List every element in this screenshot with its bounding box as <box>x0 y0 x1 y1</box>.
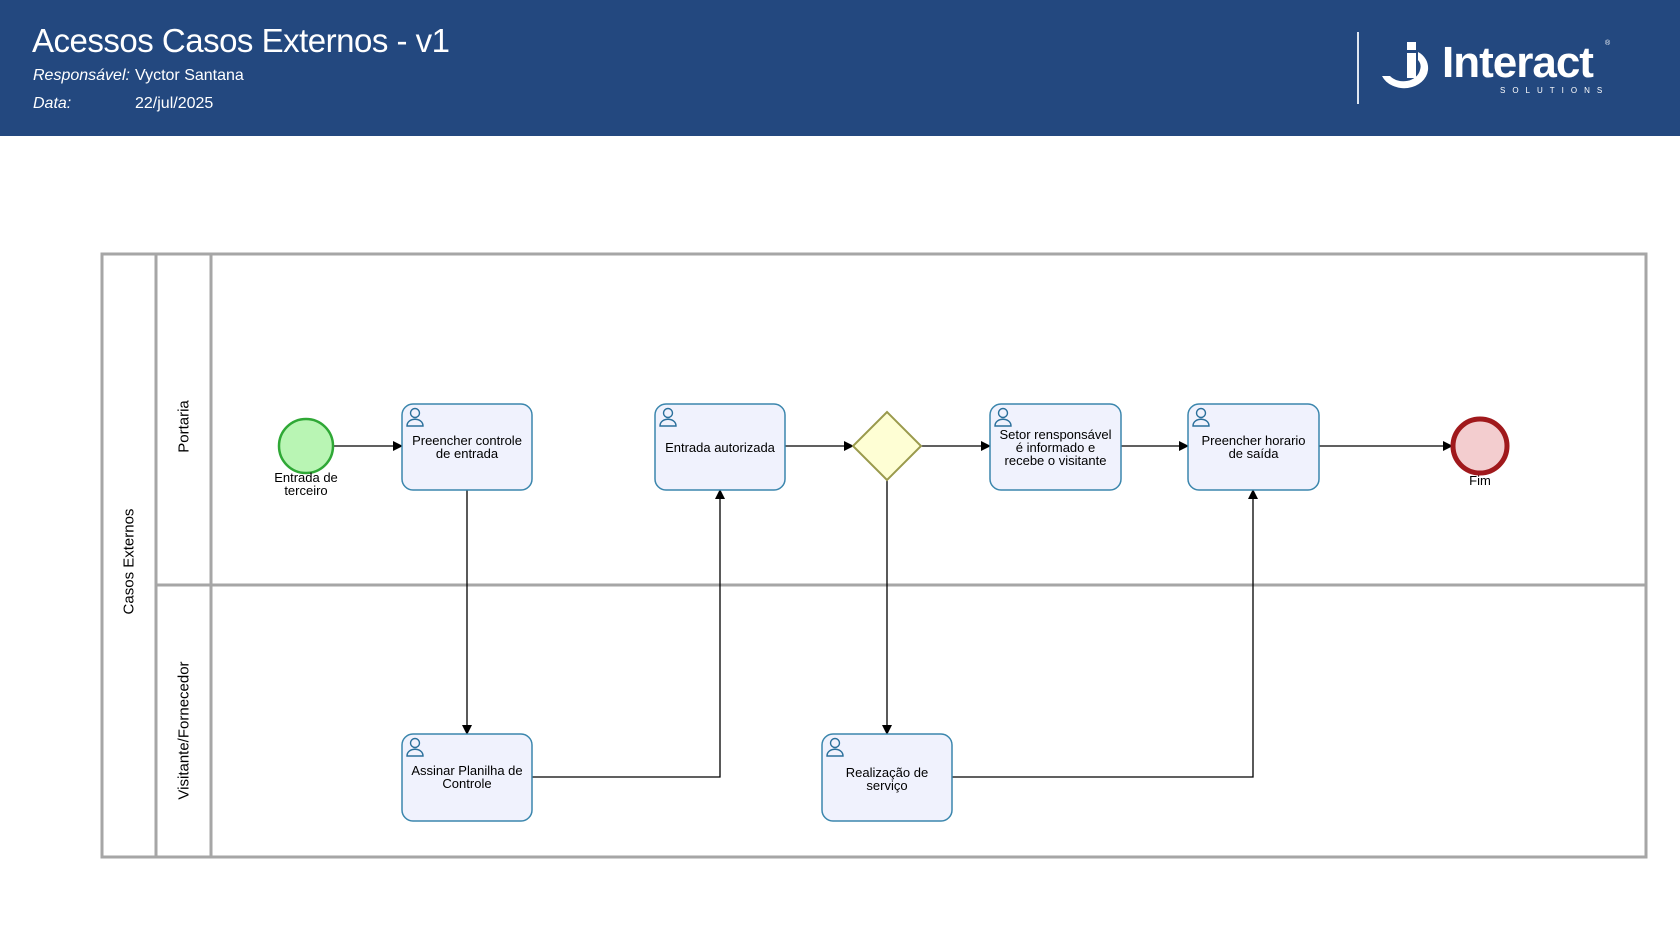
logo-text: Interact <box>1442 38 1594 87</box>
interact-logo-icon <box>1382 42 1429 89</box>
exclusive-gateway[interactable] <box>851 410 923 482</box>
flow-task5-task2[interactable] <box>532 489 725 778</box>
task-label: Assinar Planilha de Controle <box>411 763 523 791</box>
header-divider <box>1357 32 1359 104</box>
task-entrada-autorizada[interactable] <box>654 403 786 491</box>
pool-label: Casos Externos <box>120 508 138 615</box>
responsavel-label: Responsável: <box>33 67 130 84</box>
logo-registered: ® <box>1605 40 1611 47</box>
data-label: Data: <box>33 95 72 112</box>
data-value: 22/jul/2025 <box>135 95 214 112</box>
task-assinar-planilha[interactable] <box>401 733 533 822</box>
task-realizacao-servico[interactable] <box>821 733 953 822</box>
header: Acessos Casos Externos - v1 Responsável:… <box>0 0 1680 136</box>
lane-label-portaria: Portaria <box>175 400 193 453</box>
task-label: Realização de serviço <box>845 765 929 793</box>
flow-task6-task4[interactable] <box>952 489 1258 778</box>
logo-subtitle: SOLUTIONS <box>1500 86 1610 95</box>
task-setor-responsavel[interactable] <box>989 403 1122 491</box>
logo: Interact SOLUTIONS ® <box>1378 38 1618 98</box>
start-event[interactable] <box>277 417 335 475</box>
task-label: Setor rensponsável é informado e recebe … <box>999 426 1112 468</box>
lane-label-visitante: Visitante/Fornecedor <box>175 661 193 800</box>
end-event[interactable] <box>1450 416 1510 476</box>
page-title: Acessos Casos Externos - v1 <box>32 22 450 59</box>
task-preencher-horario[interactable] <box>1187 403 1320 491</box>
end-event-label: Fim <box>1469 473 1491 488</box>
responsavel-value: Vyctor Santana <box>135 67 244 84</box>
task-preencher-controle[interactable] <box>401 403 533 491</box>
start-event-label: Entrada de terceiro <box>274 470 338 498</box>
task-label: Preencher controle de entrada <box>412 433 522 461</box>
task-label: Preencher horario de saída <box>1201 433 1306 461</box>
task-label: Entrada autorizada <box>665 439 775 455</box>
